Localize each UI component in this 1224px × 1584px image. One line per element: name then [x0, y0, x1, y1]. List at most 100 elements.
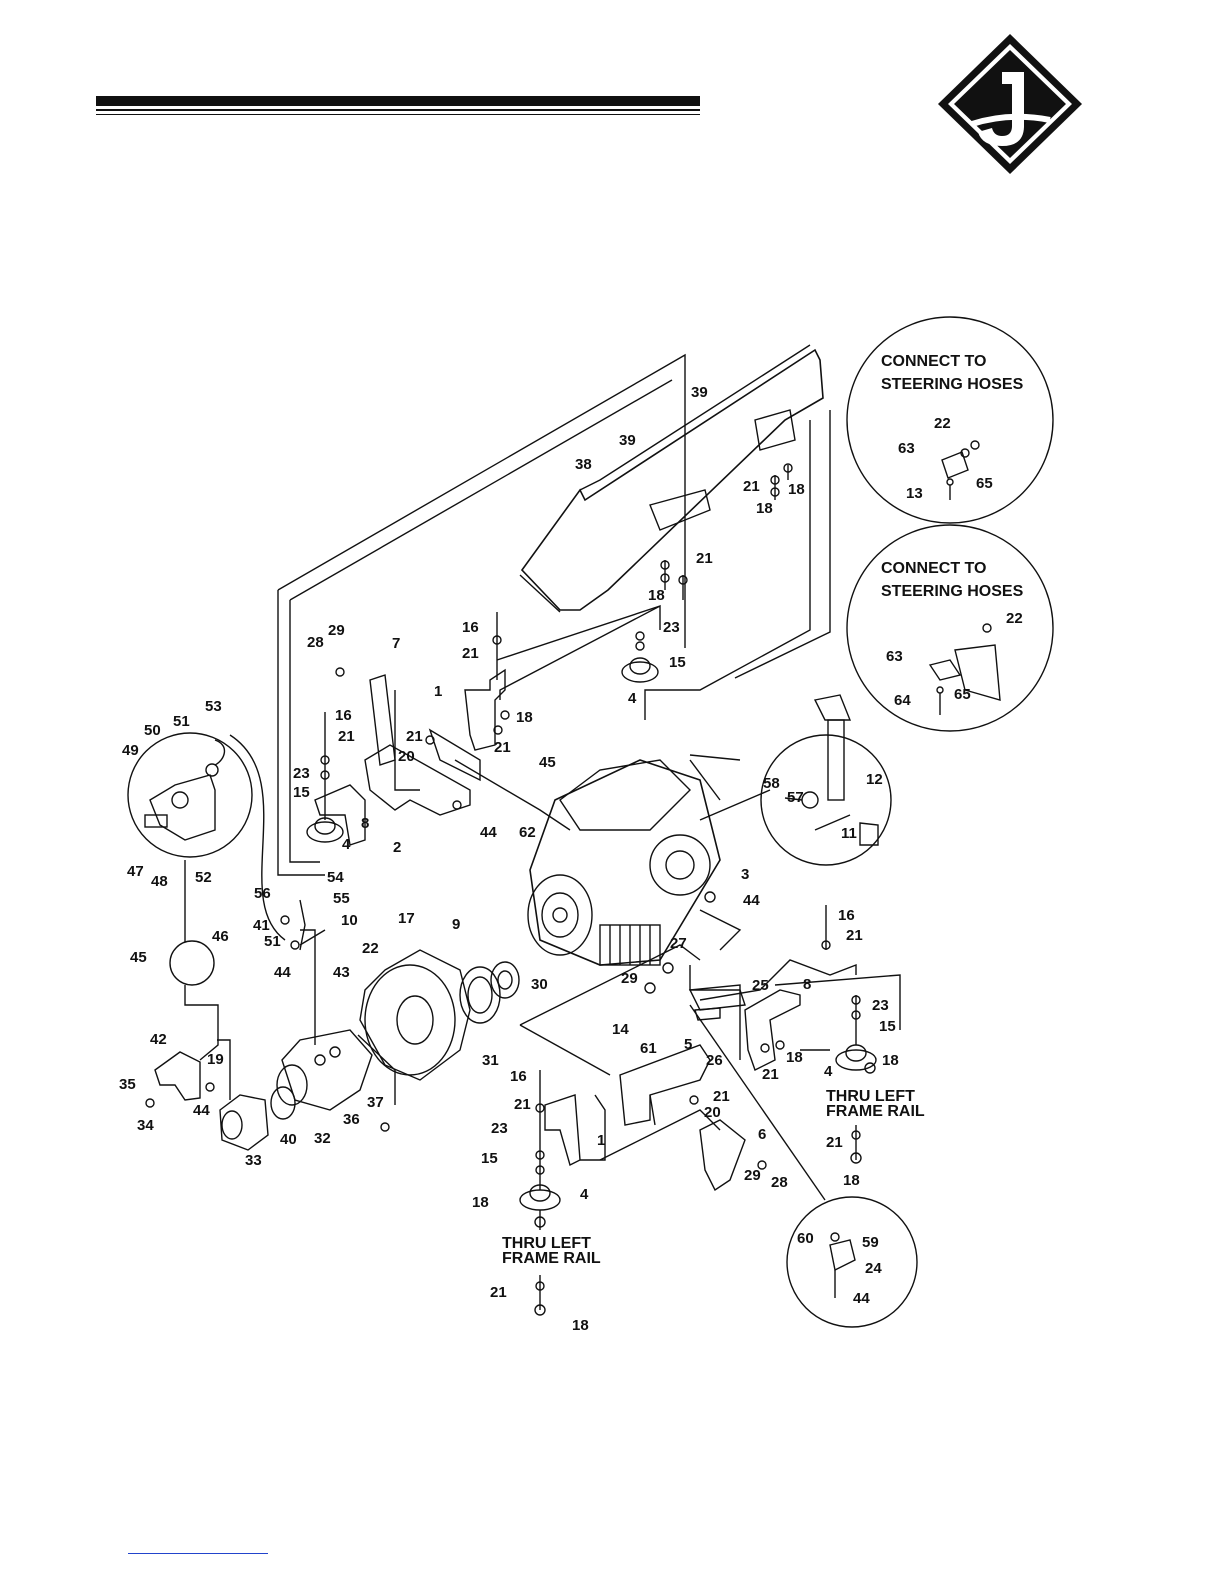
callout-15: 15	[669, 654, 686, 671]
callout-28: 28	[307, 634, 324, 651]
steering-note-1-line1: CONNECT TO	[881, 353, 986, 370]
header-rule-hairline	[96, 114, 700, 115]
callout-8: 8	[361, 815, 369, 832]
callout-20: 20	[398, 748, 415, 765]
callout-60: 60	[797, 1230, 814, 1247]
callout-62: 62	[519, 824, 536, 841]
callout-9: 9	[452, 916, 460, 933]
callout-65: 65	[954, 686, 971, 703]
callout-57: 57	[787, 789, 804, 806]
callout-52: 52	[195, 869, 212, 886]
callout-44: 44	[193, 1102, 210, 1119]
callout-26: 26	[706, 1052, 723, 1069]
company-logo	[938, 34, 1082, 174]
callout-18: 18	[756, 500, 773, 517]
callout-11: 11	[841, 825, 857, 842]
callout-25: 25	[752, 977, 769, 994]
callout-4: 4	[580, 1186, 589, 1203]
callout-41: 41	[253, 917, 270, 934]
callout-45: 45	[130, 949, 147, 966]
callout-63: 63	[886, 648, 903, 665]
callout-28: 28	[771, 1174, 788, 1191]
header-rule	[96, 96, 700, 120]
callout-17: 17	[398, 910, 415, 927]
callout-39: 39	[691, 384, 708, 401]
callout-40: 40	[280, 1131, 297, 1148]
callout-21: 21	[494, 739, 511, 756]
callout-16: 16	[510, 1068, 527, 1085]
callout-42: 42	[150, 1031, 167, 1048]
callout-20: 20	[704, 1104, 721, 1121]
callout-37: 37	[367, 1094, 384, 1111]
callout-18: 18	[786, 1049, 803, 1066]
callout-44: 44	[274, 964, 291, 981]
callout-51: 51	[173, 713, 190, 730]
callout-21: 21	[826, 1134, 843, 1151]
callout-33: 33	[245, 1152, 262, 1169]
callout-2: 2	[393, 839, 401, 856]
callout-21: 21	[338, 728, 355, 745]
callout-4: 4	[628, 690, 637, 707]
header-rule-thin	[96, 109, 700, 111]
steering-note-1-line2: STEERING HOSES	[881, 376, 1024, 393]
callout-21: 21	[696, 550, 713, 567]
diagram-lines	[127, 316, 1054, 1328]
callout-30: 30	[531, 976, 548, 993]
callout-50: 50	[144, 722, 161, 739]
callout-18: 18	[648, 587, 665, 604]
callout-59: 59	[862, 1234, 879, 1251]
callout-21: 21	[490, 1284, 507, 1301]
callout-16: 16	[335, 707, 352, 724]
callout-21: 21	[713, 1088, 730, 1105]
callout-27: 27	[670, 935, 687, 952]
callout-21: 21	[406, 728, 423, 745]
callout-labels: 1 1 2 3 4 4 4 4 5 6 7 8 8 9 10 11 12 13 …	[119, 384, 1023, 1334]
callout-15: 15	[481, 1150, 498, 1167]
callout-18: 18	[882, 1052, 899, 1069]
callout-35: 35	[119, 1076, 136, 1093]
callout-15: 15	[879, 1018, 896, 1035]
callout-15: 15	[293, 784, 310, 801]
callout-22: 22	[362, 940, 379, 957]
callout-5: 5	[684, 1036, 692, 1053]
callout-43: 43	[333, 964, 350, 981]
callout-29: 29	[744, 1167, 761, 1184]
callout-18: 18	[472, 1194, 489, 1211]
callout-23: 23	[293, 765, 310, 782]
callout-23: 23	[491, 1120, 508, 1137]
callout-23: 23	[872, 997, 889, 1014]
callout-31: 31	[482, 1052, 499, 1069]
steering-note-2-line2: STEERING HOSES	[881, 583, 1024, 600]
callout-6: 6	[758, 1126, 766, 1143]
callout-38: 38	[575, 456, 592, 473]
callout-1: 1	[597, 1132, 605, 1149]
rail-note-right-line2: FRAME RAIL	[826, 1103, 925, 1120]
rail-note-left-line2: FRAME RAIL	[502, 1250, 601, 1267]
callout-55: 55	[333, 890, 350, 907]
callout-16: 16	[838, 907, 855, 924]
callout-10: 10	[341, 912, 358, 929]
callout-44: 44	[853, 1290, 870, 1307]
steering-note-2-line1: CONNECT TO	[881, 560, 986, 577]
callout-22: 22	[1006, 610, 1023, 627]
callout-46: 46	[212, 928, 229, 945]
callout-29: 29	[621, 970, 638, 987]
callout-61: 61	[640, 1040, 657, 1057]
callout-18: 18	[788, 481, 805, 498]
callout-63: 63	[898, 440, 915, 457]
callout-19: 19	[207, 1051, 224, 1068]
callout-48: 48	[151, 873, 168, 890]
callout-18: 18	[843, 1172, 860, 1189]
callout-13: 13	[906, 485, 923, 502]
callout-14: 14	[612, 1021, 629, 1038]
footer-link-underline[interactable]	[128, 1553, 268, 1554]
callout-49: 49	[122, 742, 139, 759]
callout-12: 12	[866, 771, 883, 788]
callout-65: 65	[976, 475, 993, 492]
callout-29: 29	[328, 622, 345, 639]
callout-4: 4	[824, 1063, 833, 1080]
callout-39: 39	[619, 432, 636, 449]
callout-36: 36	[343, 1111, 360, 1128]
callout-21: 21	[462, 645, 479, 662]
